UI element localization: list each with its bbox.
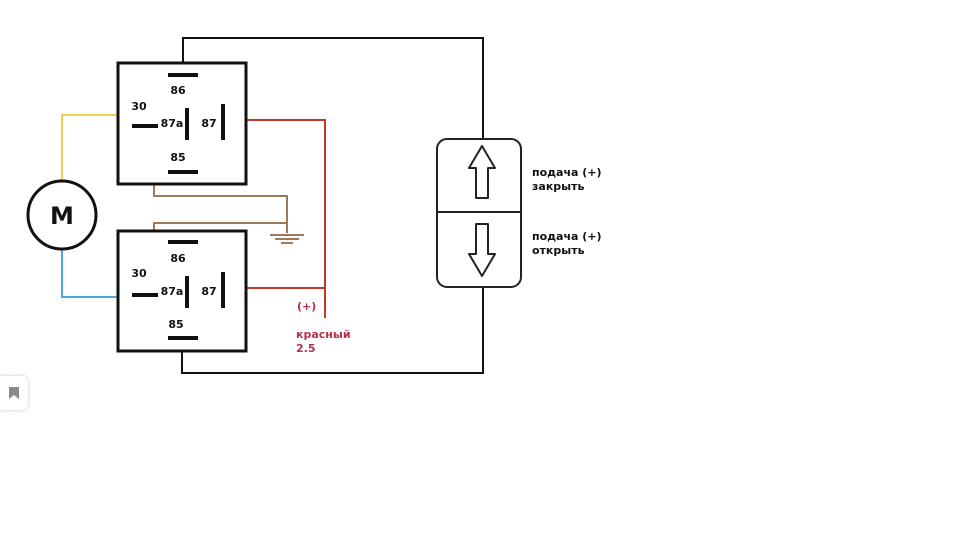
ground-icon: [270, 234, 304, 244]
motor-label: M: [50, 202, 74, 230]
arrow-up-icon: [468, 145, 496, 199]
relay-bottom-label-85: 85: [168, 318, 183, 331]
relay-top-label-85: 85: [170, 151, 185, 164]
relay-top-label-30: 30: [131, 100, 147, 113]
relay-bottom-label-87a: 87a: [161, 285, 184, 298]
relay-bottom-label-30: 30: [131, 267, 147, 280]
wire-blue-motor-to-30: [61, 250, 140, 298]
wire-red-top-87: [237, 119, 326, 288]
relay-top: 86 30 87a 87 85: [116, 61, 248, 186]
wire-yellow-motor-to-30: [61, 114, 140, 180]
wire-top-86-to-switch: [182, 37, 484, 140]
power-plus-label: (+): [297, 300, 316, 313]
relay-bottom-label-86: 86: [170, 252, 186, 265]
relay-top-label-86: 86: [170, 84, 186, 97]
arrow-down-icon: [468, 223, 496, 277]
wire-bottom-85-to-switch: [181, 287, 484, 374]
power-gauge-label: 2.5: [296, 342, 316, 355]
open-label-line1: подача (+): [532, 230, 602, 243]
window-switch: [436, 138, 522, 288]
close-label-line1: подача (+): [532, 166, 602, 179]
relay-bottom-label-87: 87: [201, 285, 216, 298]
relay-top-label-87a: 87a: [161, 117, 184, 130]
power-color-label: красный: [296, 328, 351, 341]
bookmark-icon: [9, 387, 19, 399]
relay-top-label-87: 87: [201, 117, 216, 130]
relay-bottom: 86 30 87a 87 85: [116, 229, 248, 353]
close-label-line2: закрыть: [532, 180, 584, 193]
bookmark-button[interactable]: [0, 376, 28, 410]
wire-red-bottom-87: [237, 287, 326, 318]
motor: M: [26, 179, 98, 251]
open-label-line2: открыть: [532, 244, 585, 257]
